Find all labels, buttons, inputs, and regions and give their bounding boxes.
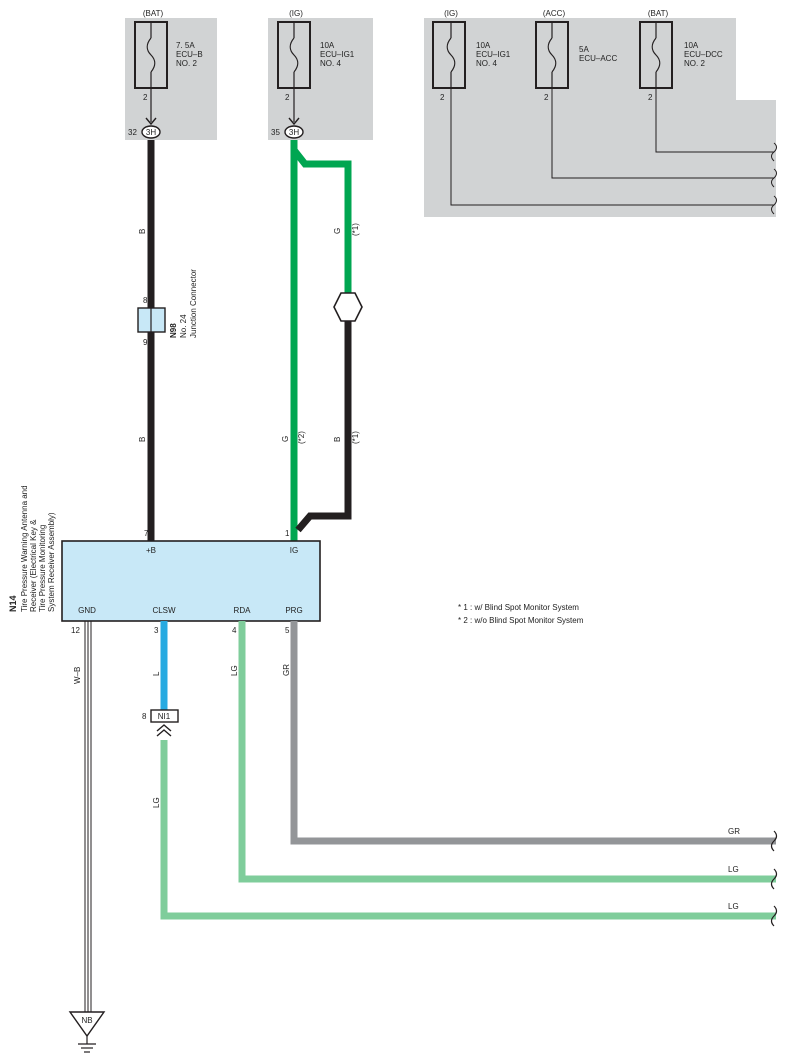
fuse-rating: 10A — [476, 41, 491, 50]
fuse-pin: 2 — [440, 93, 445, 102]
wire-label: W–B — [73, 667, 82, 684]
fuse-name: ECU–B — [176, 50, 203, 59]
wire-label: GR — [728, 827, 740, 836]
jc-name: No. 24 — [179, 314, 188, 338]
fuse-name: ECU–DCC — [684, 50, 723, 59]
fuse-rating: 10A — [684, 41, 699, 50]
jc-id: N98 — [169, 323, 178, 338]
module-desc-line: System Receiver Assembly) — [47, 512, 56, 612]
fuse-pin: 2 — [648, 93, 653, 102]
module-pin: 7 — [144, 529, 149, 538]
fuse-name: ECU–ACC — [579, 54, 617, 63]
wire-label: L — [152, 671, 161, 676]
module-desc-line: Tire Pressure Warning Antenna and — [20, 485, 29, 612]
module-pin: 12 — [71, 626, 80, 635]
wire-green-branch — [291, 147, 352, 298]
connector-3h-b: 3H 35 — [271, 125, 304, 139]
wire-black-branch — [295, 318, 352, 533]
wire-note: (*2) — [297, 431, 306, 444]
connector-3h-a: 3H 32 — [128, 125, 161, 139]
ground-label: NB — [81, 1016, 92, 1025]
module-pin-label: GND — [78, 606, 96, 615]
junction-connector-n98: 8 9 N98 No. 24 Junction Connector — [137, 269, 198, 347]
wire-label: B — [333, 437, 342, 442]
wire-label: B — [138, 229, 147, 234]
module-desc-line: Receiver (Electrical Key & — [29, 519, 38, 612]
module-pin: 1 — [285, 529, 290, 538]
wire-note: (*1) — [351, 431, 360, 444]
fuse-pin: 2 — [544, 93, 549, 102]
fuse-panel-3 — [424, 18, 776, 217]
jc-desc: Junction Connector — [189, 269, 198, 338]
connector-pin: 8 — [142, 712, 147, 721]
fuse-pin: 2 — [285, 93, 290, 102]
wire-label: GR — [282, 664, 291, 676]
wire-label: LG — [728, 865, 739, 874]
wire-light-green-clsw — [160, 740, 776, 920]
output-breaks — [770, 830, 778, 927]
module-pin-label: +B — [146, 546, 156, 555]
connector-pin: 35 — [271, 128, 280, 137]
fuse-number: NO. 4 — [476, 59, 497, 68]
fuse-source: (BAT) — [648, 9, 669, 18]
fuse-source: (BAT) — [143, 9, 164, 18]
fuse-name: ECU–IG1 — [476, 50, 511, 59]
wire-label: LG — [230, 665, 239, 676]
connector-pin: 32 — [128, 128, 137, 137]
module-pin: 4 — [232, 626, 237, 635]
wire-label: G — [281, 436, 290, 442]
fuse-number: NO. 4 — [320, 59, 341, 68]
fuse-rating: 7. 5A — [176, 41, 195, 50]
wire-light-green-rda — [238, 621, 776, 883]
wire-label: LG — [728, 902, 739, 911]
fuse-output-wires — [450, 88, 777, 215]
fuse-pin: 2 — [143, 93, 148, 102]
fuse-name: ECU–IG1 — [320, 50, 355, 59]
connector-id: NI1 — [158, 712, 171, 721]
connector-id: 3H — [289, 128, 299, 137]
module-pin: 5 — [285, 626, 290, 635]
module-pin-label: IG — [290, 546, 298, 555]
fuse-ecu-ig1-a: (IG) 10A ECU–IG1 NO. 4 2 — [277, 9, 355, 102]
splice-connector-symbol — [333, 292, 363, 322]
ground-symbol: NB — [68, 1011, 106, 1053]
wire-label: B — [138, 437, 147, 442]
fuse-number: NO. 2 — [176, 59, 197, 68]
wire-label: G — [333, 228, 342, 234]
wire-gray-prg — [290, 621, 776, 845]
module-pin: 3 — [154, 626, 159, 635]
note-2: * 2 : w/o Blind Spot Monitor System — [458, 616, 584, 625]
connector-id: 3H — [146, 128, 156, 137]
module-desc-line: Tire Pressure Monitoring — [38, 525, 47, 612]
fuse-source: (IG) — [289, 9, 303, 18]
wire-label: LG — [152, 797, 161, 808]
fuse-source: (IG) — [444, 9, 458, 18]
fuse-ecu-ig1-b: (IG) 10A ECU–IG1 NO. 4 2 — [432, 9, 511, 102]
note-1: * 1 : w/ Blind Spot Monitor System — [458, 603, 579, 612]
wire-note: (*1) — [351, 223, 360, 236]
fuse-rating: 10A — [320, 41, 335, 50]
fuse-number: NO. 2 — [684, 59, 705, 68]
module-pin-label: CLSW — [152, 606, 176, 615]
jc-bottom-pin: 9 — [143, 338, 148, 347]
wire-w-b-ground — [84, 621, 92, 1012]
module-id: N14 — [8, 595, 18, 612]
module-pin-label: PRG — [285, 606, 302, 615]
fuse-panel-2 — [268, 18, 373, 140]
module-n14 — [61, 540, 321, 622]
fuse-source: (ACC) — [543, 9, 566, 18]
fuse-rating: 5A — [579, 45, 589, 54]
jc-top-pin: 8 — [143, 296, 148, 305]
module-pin-label: RDA — [234, 606, 252, 615]
connector-ni1: NI1 8 — [142, 709, 179, 737]
fuse-panel-1 — [125, 18, 217, 140]
